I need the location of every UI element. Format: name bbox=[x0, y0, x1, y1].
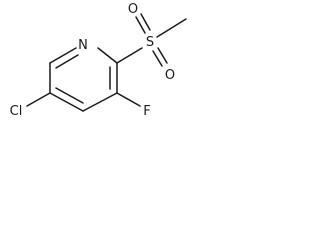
bond-s-methyl bbox=[156, 18, 187, 38]
bond-c5-c4-inner bbox=[55, 87, 84, 104]
atom-nitrogen: N bbox=[78, 38, 88, 53]
bond-s-o-bottom-b bbox=[157, 47, 168, 64]
atom-sulfur: S bbox=[146, 35, 154, 50]
bond-s-o-top-a bbox=[135, 16, 146, 34]
atom-labels: N S O O F Cl bbox=[10, 2, 175, 119]
bond-c5-c4 bbox=[49, 92, 84, 112]
pyridine-ring bbox=[49, 47, 118, 112]
bond-c5-cl bbox=[26, 92, 51, 107]
atom-oxygen-bottom: O bbox=[165, 68, 175, 83]
chemical-structure: N S O O F Cl bbox=[10, 2, 187, 119]
atom-chlorine: Cl bbox=[10, 104, 23, 119]
atom-fluorine: F bbox=[143, 104, 150, 119]
bond-s-o-bottom-a bbox=[152, 50, 163, 67]
atom-oxygen-top: O bbox=[128, 2, 138, 17]
bond-c3-f bbox=[116, 92, 141, 107]
bond-n1-c6 bbox=[49, 47, 77, 64]
bond-s-o-top-b bbox=[140, 13, 151, 31]
bond-c2-s bbox=[116, 47, 143, 64]
bond-c2-n1 bbox=[97, 47, 118, 64]
bond-c4-c3 bbox=[82, 92, 118, 112]
substituent-bonds bbox=[26, 13, 187, 107]
bond-n1-c6-inner bbox=[55, 54, 79, 69]
